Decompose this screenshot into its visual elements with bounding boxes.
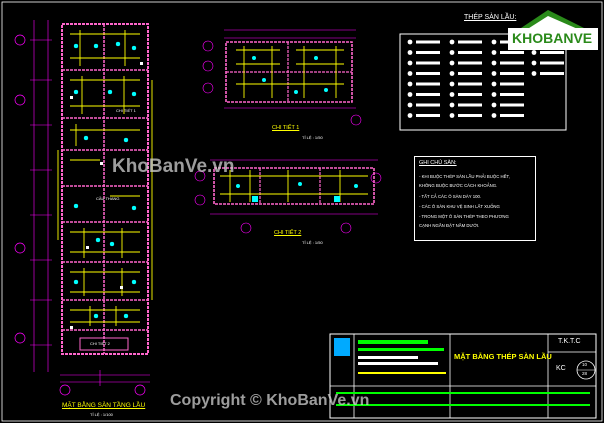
steel-mark-description (540, 72, 564, 75)
steel-mark-description (500, 72, 524, 75)
steel-mark-bubble (449, 71, 455, 76)
steel-mark-bubble (491, 39, 497, 45)
steel-mark-description (416, 61, 440, 65)
drawing-code: KC (556, 365, 566, 372)
steel-mark-bubble (491, 71, 497, 76)
steel-mark-bubble (407, 39, 413, 45)
steel-mark-description (458, 82, 482, 86)
logo-text: KHOBANVE (512, 30, 593, 46)
steel-mark-description (458, 61, 482, 65)
section-label: T.K.T.C (558, 338, 581, 345)
steel-mark-bubble (407, 113, 413, 118)
steel-mark-bubble (407, 71, 413, 76)
steel-mark-bubble (491, 102, 497, 108)
steel-mark-description (540, 61, 564, 65)
note-line: CẠNH NGẮN ĐẶT NẰM DƯỚI. (419, 223, 480, 228)
steel-mark-description (458, 72, 482, 75)
steel-mark-description (416, 103, 440, 107)
note-line: - KHI BUỘC THÉP SÀN LẦU PHẢI BUỘC HẾT, (419, 174, 510, 179)
steel-mark-description (416, 40, 440, 44)
plan-label-chi-tiet-1: CHI TIẾT 1 (116, 108, 136, 113)
note-line: - CÁC Ô SÀN KHU VỆ SINH LẤT XUỐNG (419, 204, 500, 209)
notes-title: GHI CHÚ SÀN: (419, 160, 457, 166)
plan-label-chi-tiet-2: CHI TIẾT 2 (90, 341, 110, 346)
steel-mark-bubble (407, 92, 413, 97)
steel-mark-bubble (491, 113, 497, 118)
plan-grid-bubbles (14, 34, 146, 396)
khobanve-logo (508, 10, 598, 50)
plan-scale: TỈ LỆ : 1/100 (90, 412, 113, 417)
steel-mark-description (500, 82, 524, 86)
detail-2-scale: TỈ LỆ : 1/50 (302, 240, 323, 245)
steel-mark-description (416, 72, 440, 75)
steel-mark-bubble (491, 50, 497, 55)
steel-mark-description (458, 40, 482, 44)
steel-mark-bubble (449, 60, 455, 66)
steel-mark-description (416, 114, 440, 117)
steel-mark-bubble (491, 81, 497, 87)
steel-mark-bubble (449, 102, 455, 108)
steel-mark-description (500, 40, 524, 44)
steel-schedule-rows (407, 39, 564, 118)
steel-mark-bubble (491, 92, 497, 97)
steel-mark-bubble (531, 71, 537, 76)
title-block (329, 333, 597, 419)
notes-box: GHI CHÚ SÀN: - KHI BUỘC THÉP SÀN LẦU PHẢ… (414, 156, 536, 241)
steel-mark-bubble (531, 60, 537, 66)
drawing-title: MẶT BẰNG THÉP SÀN LẦU (454, 352, 552, 361)
steel-mark-bubble (449, 81, 455, 87)
steel-mark-bubble (407, 50, 413, 55)
steel-mark-description (500, 103, 524, 107)
steel-mark-bubble (449, 50, 455, 55)
detail-1-scale: TỈ LỆ : 1/50 (302, 135, 323, 140)
steel-mark-description (458, 51, 482, 54)
steel-mark-description (458, 114, 482, 117)
detail-2-drawing (194, 159, 382, 234)
steel-mark-description (500, 93, 524, 96)
steel-mark-bubble (491, 60, 497, 66)
steel-mark-description (500, 51, 524, 54)
plan-title: MẶT BẰNG SÀN TẦNG LẦU (62, 402, 146, 409)
steel-mark-description (540, 51, 564, 54)
steel-mark-bubble (531, 50, 537, 55)
steel-mark-bubble (449, 113, 455, 118)
steel-mark-description (500, 114, 524, 117)
watermark-bottom: Copyright © KhoBanVe.vn (170, 392, 370, 409)
note-line: - TẤT CẢ CÁC Ô SÀN DÀY 100. (419, 194, 482, 199)
steel-mark-description (500, 61, 524, 65)
plan-dimension-lines (30, 20, 150, 386)
steel-mark-description (416, 51, 440, 54)
steel-mark-description (416, 82, 440, 86)
detail-1-title: CHI TIẾT 1 (272, 125, 300, 131)
sheet-number: 10 (582, 362, 588, 367)
detail-1-drawing (202, 29, 362, 126)
steel-mark-bubble (531, 39, 537, 45)
steel-mark-bubble (407, 102, 413, 108)
steel-mark-description (540, 40, 564, 44)
steel-mark-description (416, 93, 440, 96)
main-floor-plan (14, 20, 153, 396)
steel-mark-bubble (449, 39, 455, 45)
steel-mark-description (458, 103, 482, 107)
steel-mark-bubble (407, 81, 413, 87)
watermark-center: KhoBanVe.vn (112, 156, 235, 177)
steel-mark-bubble (449, 92, 455, 97)
detail-2-title: CHI TIẾT 2 (274, 230, 302, 236)
note-line: KHÔNG BUỘC BƯỚC CÁCH KHOẢNG. (419, 183, 498, 188)
sheet-total: 28 (582, 371, 588, 376)
plan-label-cau-thang: CẦU THANG (96, 196, 120, 201)
note-line: - TRONG MỘT Ô SÀN THÉP THEO PHƯƠNG (419, 214, 509, 219)
steel-mark-bubble (407, 60, 413, 66)
steel-mark-description (458, 93, 482, 96)
steel-schedule-table (399, 33, 567, 131)
steel-table-title: THÉP SÀN LẦU: (464, 14, 517, 21)
